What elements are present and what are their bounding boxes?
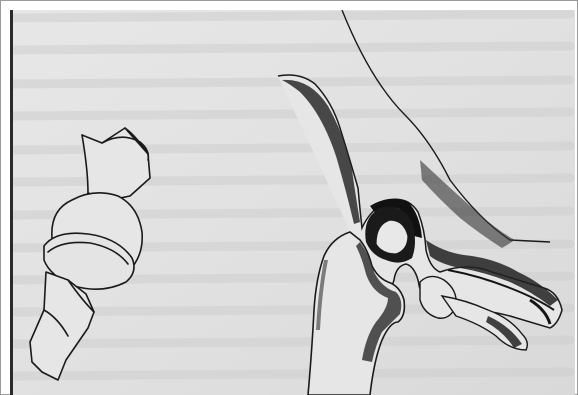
book-page-photo — [10, 10, 575, 395]
page-gutter-edge — [10, 10, 13, 395]
